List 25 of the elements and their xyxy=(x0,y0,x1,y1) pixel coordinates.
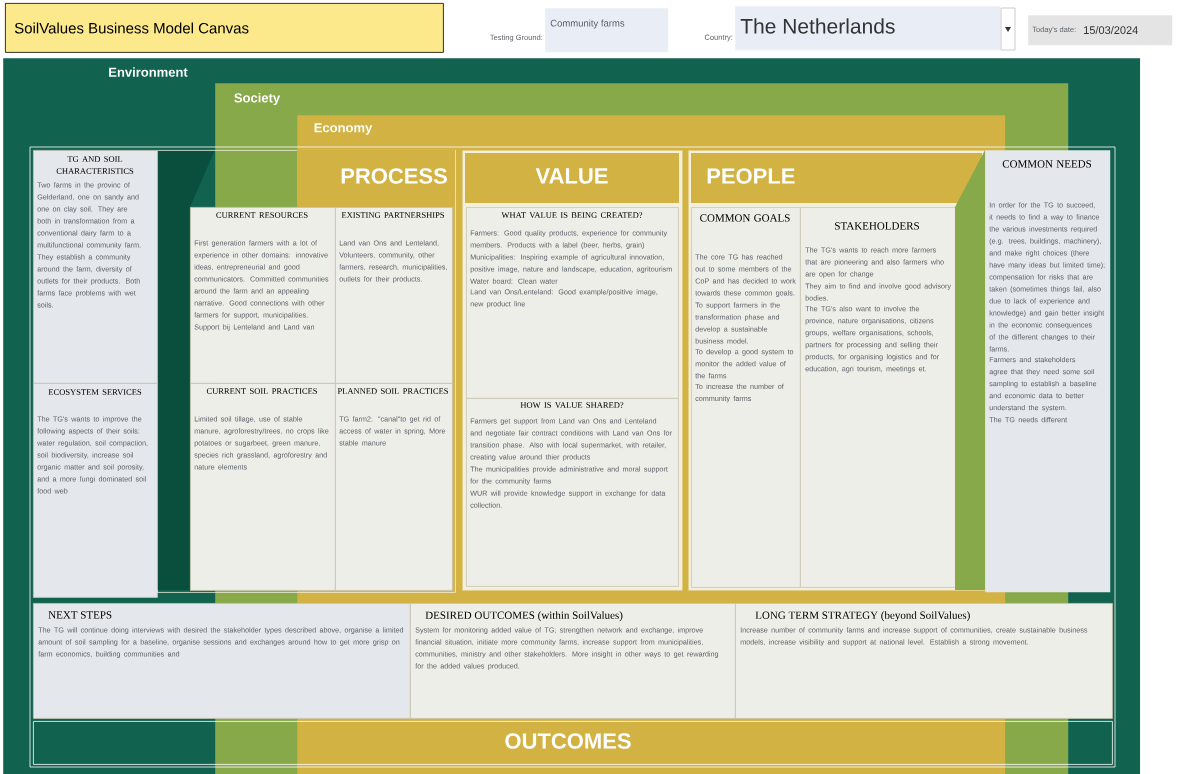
band-label: Society xyxy=(234,92,281,106)
section-heading: COMMON NEEDS xyxy=(1002,160,1092,168)
section-heading: LONG TERM STRATEGY (beyond SoilValues) xyxy=(755,611,970,622)
field-value: The Netherlands xyxy=(740,18,895,34)
panel-title: PROCESS xyxy=(341,168,447,184)
band-label: Environment xyxy=(109,67,188,77)
panel-title: VALUE xyxy=(535,168,608,184)
section-heading: CURRENT SOIL PRACTICES xyxy=(206,388,317,394)
panel-title: OUTCOMES xyxy=(505,733,631,749)
panel-title: PEOPLE xyxy=(707,168,795,184)
section-heading: PLANNED SOIL PRACTICES xyxy=(337,388,448,394)
section-heading: NEXT STEPS xyxy=(48,611,112,619)
field-value: 15/03/2024 xyxy=(1084,25,1138,35)
section-heading: CURRENT RESOURCES xyxy=(216,212,308,218)
band-label: Economy xyxy=(314,123,373,135)
section-heading: STAKEHOLDERS xyxy=(835,222,919,230)
section-heading: WHAT VALUE IS BEING CREATED? xyxy=(501,212,643,218)
section-heading: ECOSYSTEM SERVICES xyxy=(48,389,142,395)
section-heading: TG AND SOIL CHARACTERISTICS xyxy=(56,156,134,174)
section-heading: HOW IS VALUE SHARED? xyxy=(520,402,624,408)
section-heading: COMMON GOALS xyxy=(700,214,790,222)
section-heading: DESIRED OUTCOMES (within SoilValues) xyxy=(425,611,623,622)
title-text: SoilValues Business Model Canvas xyxy=(14,22,249,34)
field-value: Community farms xyxy=(550,19,625,29)
section-heading: EXISTING PARTNERSHIPS xyxy=(341,212,445,218)
